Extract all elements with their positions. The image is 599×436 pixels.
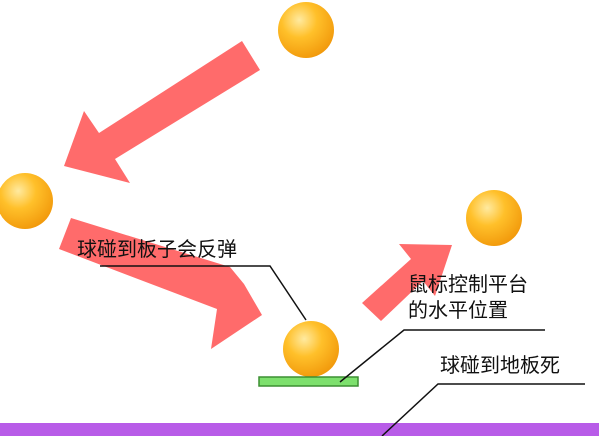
label-ball-bounces: 球碰到板子会反弹 [77, 237, 237, 261]
paddle [258, 376, 359, 387]
label-ball-hits-floor: 球碰到地板死 [440, 353, 560, 377]
label-mouse-line-2: 的水平位置 [408, 298, 508, 322]
ball-right [466, 190, 522, 246]
arrow-up-right [362, 244, 452, 321]
callout-line-floor [381, 383, 585, 436]
ball-on-paddle [283, 321, 339, 377]
floor [0, 423, 599, 436]
label-mouse-line-1: 鼠标控制平台 [408, 272, 528, 296]
label-mouse-controls-platform: 鼠标控制平台 的水平位置 [408, 271, 528, 323]
callout-line-mouse [339, 329, 545, 383]
ball-left [0, 173, 53, 229]
callout-line-bounce [100, 265, 307, 321]
ball-top [278, 2, 334, 58]
arrow-down-right [59, 218, 262, 349]
arrow-down-left [64, 41, 260, 183]
